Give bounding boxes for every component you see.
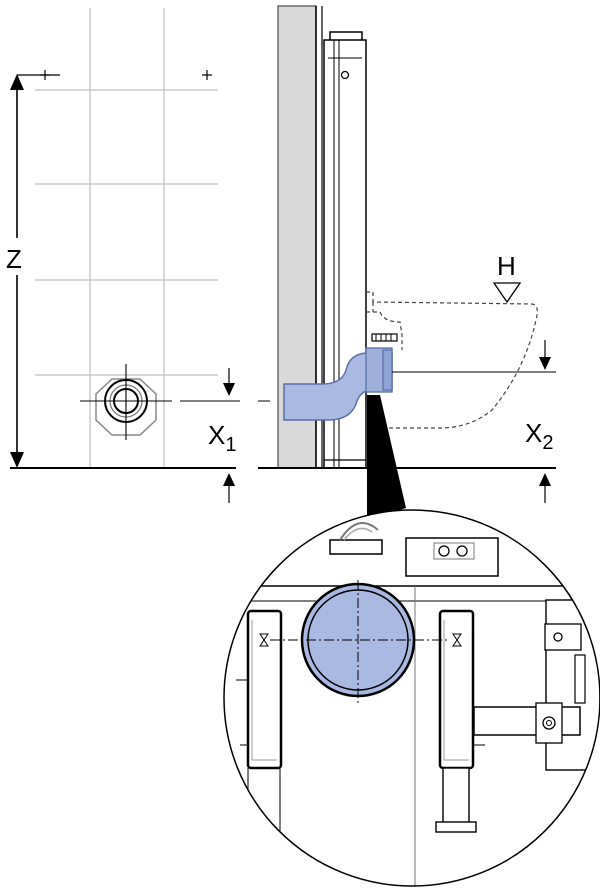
level-marker-left [259, 633, 269, 647]
arrow-up-icon [223, 473, 235, 486]
level-marker-right [452, 633, 462, 647]
arrow-down-icon [223, 383, 235, 396]
z-label: Z [6, 244, 22, 274]
x1-dimension: X1 [180, 368, 240, 503]
arrow-down-icon [10, 452, 24, 468]
x1-label: X1 [208, 420, 236, 456]
x2-dimension: X2 [258, 340, 556, 503]
h-reference: H [492, 251, 522, 304]
front-view: Z X1 [6, 8, 240, 503]
crosshair-icon [80, 364, 172, 440]
reference-marks [40, 70, 212, 80]
arrow-up-icon [539, 473, 551, 486]
detail-view [223, 509, 600, 887]
drain-pipe-side [283, 347, 393, 421]
z-dimension: Z [6, 74, 60, 468]
h-label: H [497, 251, 516, 281]
arrow-up-icon [10, 74, 24, 90]
drain-outlet-front [80, 364, 172, 440]
detail-callout-wedge [367, 395, 406, 520]
triangle-down-icon [492, 282, 522, 304]
toilet-outline [366, 291, 538, 429]
crosshair-icon [270, 580, 448, 705]
arrow-down-icon [539, 357, 551, 370]
x2-label: X2 [525, 418, 553, 454]
side-view: H X2 [258, 5, 556, 520]
fixing-bolt [371, 333, 398, 342]
